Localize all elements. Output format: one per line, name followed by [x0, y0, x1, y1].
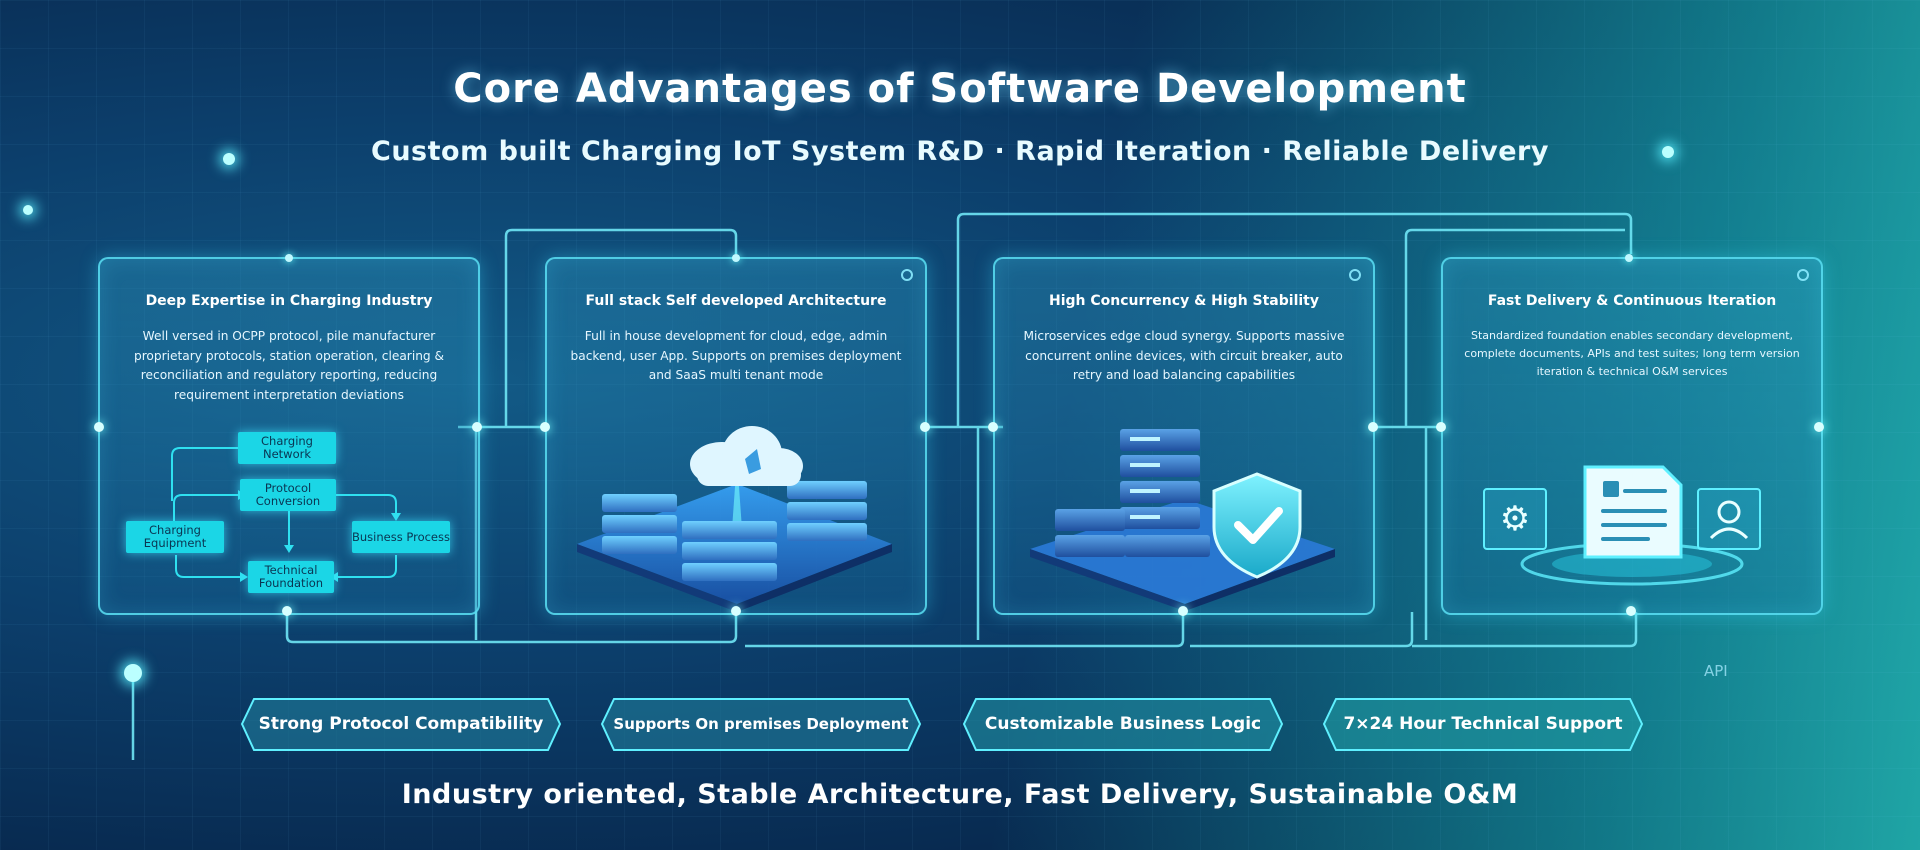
card-description: Standardized foundation enables secondar…	[1464, 329, 1800, 378]
feature-label: Strong Protocol Compatibility	[258, 714, 544, 734]
gear-icon: ⚙	[1483, 488, 1547, 550]
card-description: Full in house development for cloud, edg…	[570, 329, 902, 382]
connector-node	[1626, 606, 1636, 616]
feature-business-logic: Customizable Business Logic	[962, 697, 1284, 752]
feature-on-premises: Supports On premises Deployment	[600, 697, 922, 752]
feature-badge-shape	[1322, 698, 1644, 751]
card-high-concurrency: High Concurrency & High Stability Micros…	[993, 257, 1375, 615]
flow-arrows	[171, 443, 401, 582]
connector-node	[731, 606, 741, 616]
document-illustration	[1520, 465, 1744, 586]
card-title: Full stack Self developed Architecture	[585, 293, 887, 309]
glow-dot	[124, 664, 142, 682]
tagline: Industry oriented, Stable Architecture, …	[401, 779, 1519, 810]
connector-node	[1178, 606, 1188, 616]
flow-protocol-conversion: Protocol Conversion	[240, 479, 336, 511]
glow-dot	[23, 205, 33, 215]
card-description: Microservices edge cloud synergy. Suppor…	[1023, 329, 1345, 382]
feature-technical-support: 7×24 Hour Technical Support	[1322, 697, 1644, 752]
feature-label: Customizable Business Logic	[984, 714, 1262, 734]
glow-dot	[223, 153, 235, 165]
cloud-server-illustration	[577, 426, 892, 612]
feature-badge-shape	[240, 698, 562, 751]
card-title: High Concurrency & High Stability	[1049, 293, 1319, 309]
connector-dot	[1625, 254, 1633, 262]
card-title: Deep Expertise in Charging Industry	[145, 293, 433, 309]
page-title: Core Advantages of Software Development	[453, 66, 1467, 112]
card-description: Well versed in OCPP protocol, pile manuf…	[133, 329, 445, 402]
flow-business-process: Business Process	[352, 521, 450, 553]
corner-dot	[1797, 269, 1809, 281]
feature-label: 7×24 Hour Technical Support	[1343, 714, 1623, 734]
corner-dot	[1349, 269, 1361, 281]
connector-node	[94, 422, 104, 432]
feature-label: Supports On premises Deployment	[613, 715, 909, 733]
connector-node	[1814, 422, 1824, 432]
connector-node	[988, 422, 998, 432]
server-shield-illustration	[1030, 429, 1335, 611]
user-icon	[1697, 488, 1761, 550]
card-industry-expertise: Deep Expertise in Charging Industry Well…	[98, 254, 480, 615]
card-full-stack: Full stack Self developed Architecture F…	[545, 254, 927, 615]
feature-badge-shape	[600, 698, 922, 751]
flow-charging-network: Charging Network	[238, 432, 336, 464]
connector-node	[1436, 422, 1446, 432]
page-subtitle: Custom built Charging IoT System R&D · R…	[371, 136, 1549, 167]
connector-node	[1368, 422, 1378, 432]
connector-dot	[732, 254, 740, 262]
flow-technical-foundation: Technical Foundation	[248, 561, 334, 593]
feature-badge-shape	[962, 698, 1284, 751]
card-fast-delivery: Fast Delivery & Continuous Iteration Sta…	[1441, 254, 1823, 615]
connector-dot	[285, 254, 293, 262]
glow-dot	[1662, 146, 1674, 158]
card-title: Fast Delivery & Continuous Iteration	[1487, 293, 1777, 309]
corner-dot	[901, 269, 913, 281]
connector-node	[920, 422, 930, 432]
connector-node	[282, 606, 292, 616]
flow-charging-equipment: Charging Equipment	[126, 521, 224, 553]
connector-node	[540, 422, 550, 432]
feature-protocol-compatibility: Strong Protocol Compatibility	[240, 697, 562, 752]
api-label: API	[1704, 662, 1728, 680]
connector-node	[472, 422, 482, 432]
